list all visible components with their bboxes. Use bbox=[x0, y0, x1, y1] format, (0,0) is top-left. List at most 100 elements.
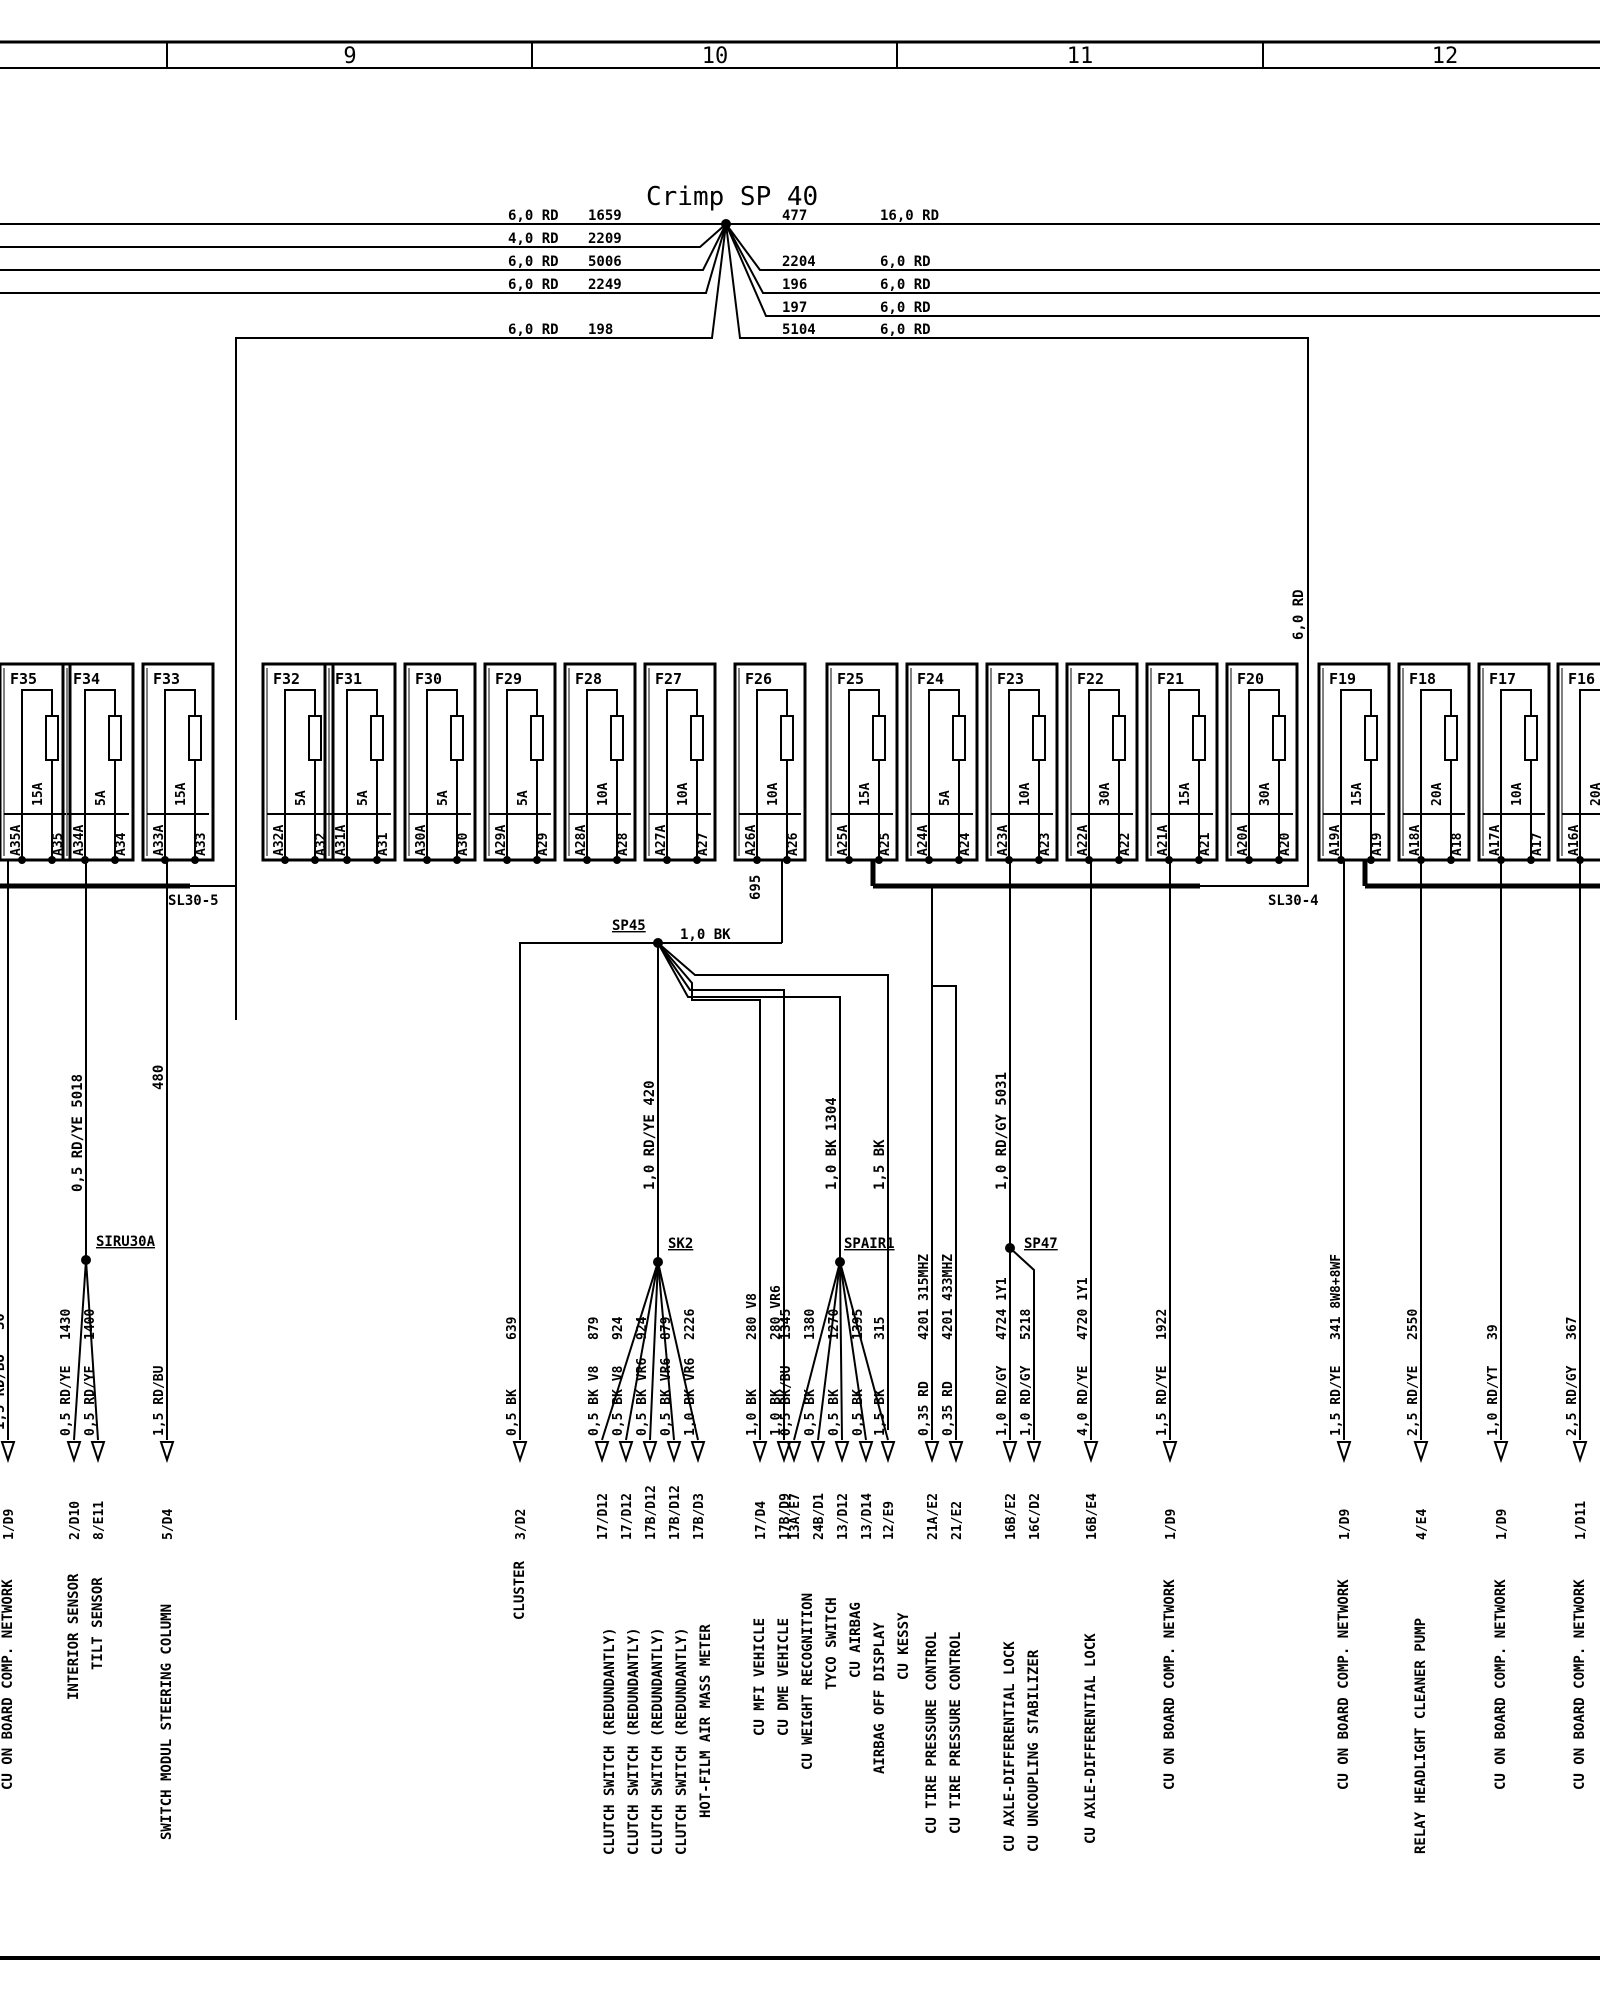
splice-label-spair1: SPAIR1 bbox=[844, 1236, 895, 1252]
wire-size: 6,0 RD bbox=[880, 254, 931, 270]
fuse-id: F27 bbox=[655, 670, 682, 688]
column-header bbox=[0, 40, 1600, 69]
load-f35: CU ON BOARD COMP. NETWORK bbox=[0, 1579, 16, 1790]
load-headlight-pump: RELAY HEADLIGHT CLEANER PUMP bbox=[1413, 1618, 1429, 1854]
pin-wire-number: 1922 bbox=[1155, 1309, 1170, 1340]
pin-wire-number: 924 bbox=[635, 1316, 650, 1340]
pin-wire-size: 1,5 RD/YE bbox=[1329, 1366, 1344, 1436]
connector-pin: 391,0 RD/YT1/D9 bbox=[1486, 1324, 1510, 1540]
pin-wire-size: 1,5 RD/YE bbox=[1155, 1366, 1170, 1436]
fuse-rating: 15A bbox=[1350, 782, 1365, 806]
fuse-terminal-b: A28 bbox=[616, 832, 631, 856]
pin-wire-size: 0,5 BK V8 bbox=[587, 1365, 602, 1436]
fuse-id: F23 bbox=[997, 670, 1024, 688]
wire-label: 1,5 BK bbox=[872, 1139, 888, 1190]
load-cu-airbag: CU AIRBAG bbox=[848, 1602, 864, 1678]
fuse-rating: 10A bbox=[1018, 782, 1033, 806]
wire-label: 1,0 RD/GY 5031 bbox=[994, 1072, 1010, 1190]
splice-label-sk2: SK2 bbox=[668, 1236, 693, 1252]
load-onboard-f17: CU ON BOARD COMP. NETWORK bbox=[1493, 1579, 1509, 1790]
fuse-terminal-a: A27A bbox=[654, 825, 669, 856]
pin-wire-number: 4201 433MHZ bbox=[941, 1254, 956, 1340]
fuse-terminal-b: A23 bbox=[1038, 833, 1053, 856]
load-hot-film-meter: HOT-FILM AIR MASS METER bbox=[698, 1624, 714, 1818]
fuse-rating: 15A bbox=[31, 782, 46, 806]
pin-wire-number: 879 bbox=[587, 1317, 602, 1340]
wire-label: 1,0 BK 1304 bbox=[824, 1097, 840, 1190]
pin-wire-number: 1270 bbox=[827, 1309, 842, 1340]
branch-wires bbox=[7, 860, 1581, 1441]
bus-label-sl30-4: SL30-4 bbox=[1268, 893, 1319, 909]
fuse-terminal-b: A34 bbox=[114, 832, 129, 856]
fuse-rating: 10A bbox=[596, 782, 611, 806]
pin-connector: 24B/D1 bbox=[812, 1493, 827, 1540]
crimp-sp40-node bbox=[721, 219, 731, 229]
wire-size: 1,0 BK bbox=[680, 927, 731, 943]
wire-number: 2249 bbox=[588, 277, 622, 293]
pin-connector: 17B/D9 bbox=[778, 1493, 793, 1540]
fuse-rating: 30A bbox=[1258, 782, 1273, 806]
pin-wire-size: 1,5 BK bbox=[873, 1389, 888, 1436]
pin-wire-number: 315 bbox=[873, 1317, 888, 1340]
pin-connector: 17B/D3 bbox=[692, 1493, 707, 1540]
fuse-terminal-a: A31A bbox=[334, 825, 349, 856]
pin-wire-number: 341 8W8+8WF bbox=[1329, 1254, 1344, 1340]
load-clutch-switch-4: CLUTCH SWITCH (REDUNDANTLY) bbox=[674, 1627, 690, 1855]
pin-wire-size: 0,5 BK VR6 bbox=[635, 1358, 650, 1436]
fuse-id: F25 bbox=[837, 670, 864, 688]
fuse-rating: 10A bbox=[1510, 782, 1525, 806]
fuse-id: F28 bbox=[575, 670, 602, 688]
fuse-id: F33 bbox=[153, 670, 180, 688]
load-tilt-sensor: TILT SENSOR bbox=[90, 1577, 106, 1670]
wire-size: 6,0 RD bbox=[508, 254, 559, 270]
wire-number: 695 bbox=[748, 875, 764, 900]
pin-connector: 1/D9 bbox=[1338, 1509, 1353, 1540]
fuse-terminal-b: A24 bbox=[958, 832, 973, 856]
splice-label-sp47: SP47 bbox=[1024, 1236, 1058, 1252]
fuse-id: F26 bbox=[745, 670, 772, 688]
fuse-terminal-a: A29A bbox=[494, 825, 509, 856]
fuse-rating: 5A bbox=[294, 790, 309, 806]
fuse-terminal-a: A21A bbox=[1156, 825, 1171, 856]
fuse-rating: 5A bbox=[94, 790, 109, 806]
pin-wire-size: 0,5 BK VR6 bbox=[659, 1358, 674, 1436]
pin-connector: 16B/E2 bbox=[1004, 1493, 1019, 1540]
pin-wire-number: 39 bbox=[1486, 1324, 1501, 1340]
load-tire-pressure-1: CU TIRE PRESSURE CONTROL bbox=[924, 1632, 940, 1834]
wire-size: 1,5 RD/BU bbox=[0, 1354, 8, 1430]
pin-wire-size: 0,5 BK/BU bbox=[779, 1365, 794, 1436]
fuse-id: F21 bbox=[1157, 670, 1184, 688]
load-clutch-switch-2: CLUTCH SWITCH (REDUNDANTLY) bbox=[626, 1627, 642, 1855]
pin-connector: 12/E9 bbox=[882, 1501, 897, 1540]
pin-wire-number: 2550 bbox=[1406, 1309, 1421, 1340]
column-label-9: 9 bbox=[343, 44, 356, 69]
pin-connector: 17/D12 bbox=[596, 1493, 611, 1540]
pin-connector: 1/D9 bbox=[2, 1509, 17, 1540]
wire-size: 4,0 RD bbox=[508, 231, 559, 247]
pin-wire-number: 5218 bbox=[1019, 1309, 1034, 1340]
fuse-terminal-a: A35A bbox=[9, 825, 24, 856]
wire-number: 5104 bbox=[782, 322, 816, 338]
pin-connector: 21A/E2 bbox=[926, 1493, 941, 1540]
load-axle-diff-1: CU AXLE-DIFFERENTIAL LOCK bbox=[1002, 1641, 1018, 1852]
wire-number: 2209 bbox=[588, 231, 622, 247]
crimp-sp40-wires bbox=[0, 223, 1600, 1020]
pin-wire-size: 0,5 BK bbox=[827, 1389, 842, 1436]
load-onboard-f21: CU ON BOARD COMP. NETWORK bbox=[1162, 1579, 1178, 1790]
load-axle-diff-2: CU AXLE-DIFFERENTIAL LOCK bbox=[1083, 1633, 1099, 1844]
pin-wire-number: 1380 bbox=[803, 1309, 818, 1340]
